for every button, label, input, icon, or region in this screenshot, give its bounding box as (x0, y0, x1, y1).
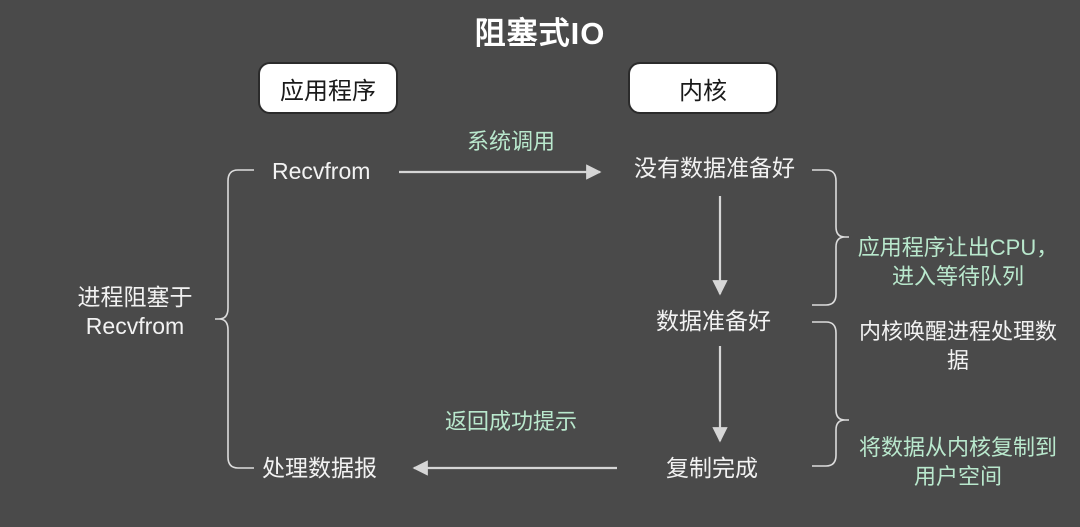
annotation-yield-cpu-line2: 进入等待队列 (891, 263, 1024, 289)
label-process-blocked: 进程阻塞于 Recvfrom (78, 283, 193, 341)
annotation-kernel-wake-line1: 内核唤醒进程处理数 (858, 319, 1057, 344)
annotation-yield-cpu: 应用程序让出CPU， 进入等待队列 (836, 234, 1080, 291)
annotation-yield-cpu-line1: 应用程序让出CPU， (857, 235, 1059, 260)
annotation-return-success: 返回成功提示 (444, 409, 577, 434)
annotation-copy-to-user: 将数据从内核复制到 用户空间 (836, 434, 1080, 491)
left-curly-brace (215, 169, 254, 469)
annotation-kernel-wake-line2: 据 (946, 347, 969, 373)
annotation-syscall: 系统调用 (466, 129, 555, 154)
diagram-title: 阻塞式IO (474, 16, 606, 51)
node-copy-done: 复制完成 (666, 455, 758, 481)
box-application: 应用程序 (258, 62, 398, 114)
annotation-copy-to-user-line1: 将数据从内核复制到 (858, 435, 1057, 460)
node-handle-datagram: 处理数据报 (262, 455, 377, 481)
box-kernel: 内核 (628, 62, 778, 114)
annotation-kernel-wake: 内核唤醒进程处理数 据 (836, 318, 1080, 375)
node-recvfrom: Recvfrom (272, 158, 371, 184)
annotation-copy-to-user-line2: 用户空间 (913, 463, 1002, 489)
node-data-ready: 数据准备好 (656, 308, 771, 334)
label-process-blocked-line1: 进程阻塞于 (77, 284, 193, 310)
node-no-data-ready: 没有数据准备好 (634, 155, 795, 181)
label-process-blocked-line2: Recvfrom (85, 312, 185, 339)
